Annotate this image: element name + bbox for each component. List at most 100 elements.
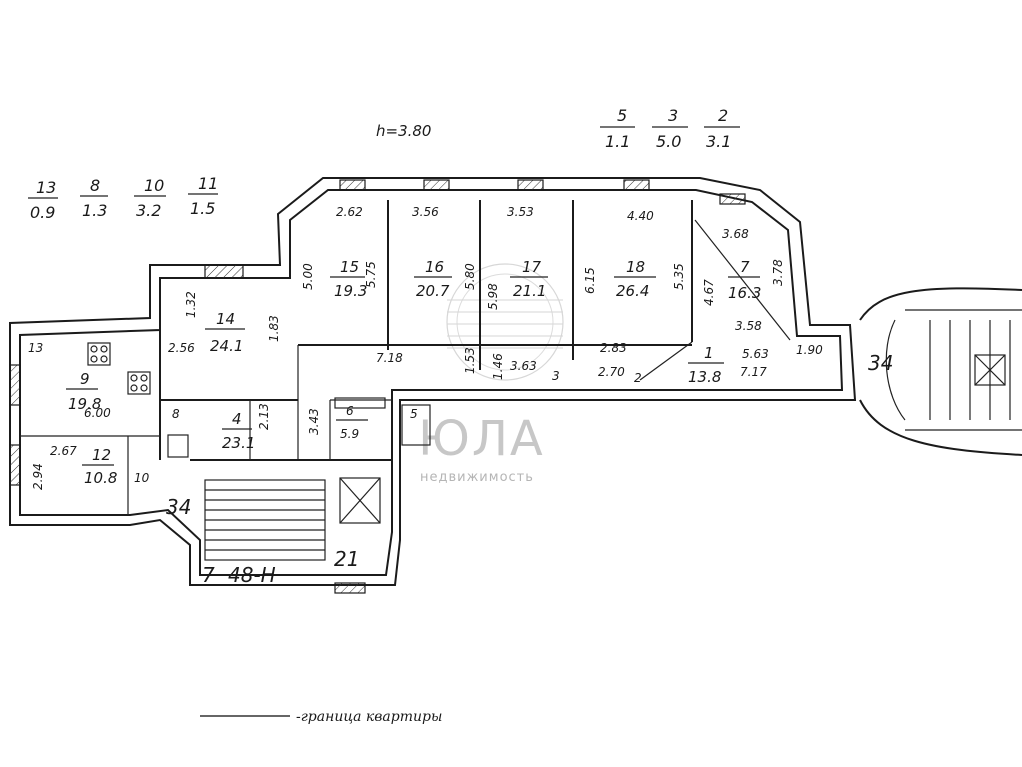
dimension-label: 3.63: [510, 359, 537, 373]
room-6: 6 5.9: [336, 404, 368, 441]
stair-label: 34: [166, 495, 191, 519]
room-17: 17 21.1: [510, 258, 548, 300]
room-label: 2: [634, 371, 642, 385]
room-number: 14: [216, 310, 235, 328]
building-label: 48-H: [228, 563, 276, 587]
dimension-label: 3.78: [771, 259, 785, 286]
dimension-labels: 2.62 3.56 3.53 4.40 3.68 5.00 5.75 5.80 …: [31, 205, 823, 490]
dimension-label: 5.63: [742, 347, 769, 361]
room-number: 15: [340, 258, 359, 276]
dimension-label: 7.18: [376, 351, 403, 365]
dimension-label: 1.32: [184, 291, 198, 318]
room-area: 26.4: [616, 282, 649, 300]
dimension-label: 2.70: [598, 365, 625, 379]
room-number: 4: [232, 410, 242, 428]
dimension-label: 3.43: [307, 408, 321, 435]
ceiling-height-label: h=3.80: [376, 122, 431, 140]
legend-text: -граница квартиры: [296, 709, 442, 725]
room-label: 10: [134, 471, 150, 485]
dimension-label: 6.15: [583, 267, 597, 294]
fraction-group: 8 1.3: [80, 176, 108, 220]
fraction-numerator: 11: [198, 174, 218, 193]
building-label: 7: [202, 563, 215, 587]
legend: -граница квартиры: [200, 709, 442, 725]
fraction-numerator: 8: [90, 176, 100, 195]
room-area: 20.7: [416, 282, 450, 300]
room-area: 16.3: [728, 284, 761, 302]
room-area: 19.3: [334, 282, 367, 300]
dimension-label: 1.53: [463, 347, 477, 374]
fraction-denominator: 1.5: [190, 199, 215, 218]
room-label: 3: [552, 369, 560, 383]
interior-partitions: [20, 200, 791, 515]
room-16: 16 20.7: [414, 258, 452, 300]
kitchen-fixtures: [87, 342, 189, 458]
room-18: 18 26.4: [614, 258, 656, 300]
dimension-label: 5.80: [463, 263, 477, 290]
fraction-group: 5 1.1: [600, 106, 635, 151]
room-area: 10.8: [84, 469, 117, 487]
fraction-group: 3 5.0: [652, 106, 688, 151]
room-number: 7: [740, 258, 750, 276]
room-label: 5: [410, 407, 418, 421]
fraction-denominator: 3.2: [136, 201, 161, 220]
staircase-right: [859, 287, 1022, 456]
room-area: 13.8: [688, 368, 721, 386]
dimension-label: 2.83: [600, 341, 627, 355]
dimension-label: 3.56: [412, 205, 439, 219]
dimension-label: 5.35: [672, 263, 686, 290]
fraction-group: 2 3.1: [704, 106, 740, 151]
room-1: 1 13.8: [688, 344, 724, 386]
room-area: 24.1: [210, 337, 243, 355]
dimension-label: 1.90: [796, 343, 823, 357]
dimension-label: 2.94: [31, 463, 45, 490]
fraction-group: 10 3.2: [134, 176, 166, 220]
fraction-groups: 13 0.9 8 1.3 10 3.2 11 1.5 5 1.1 3 5.0: [28, 106, 740, 222]
dimension-label: 5.98: [486, 283, 500, 310]
room-15: 15 19.3: [330, 258, 367, 300]
dimension-label: 2.62: [336, 205, 363, 219]
fraction-numerator: 2: [718, 106, 728, 125]
stair-label: 34: [868, 351, 893, 375]
rooms: 15 19.3 16 20.7 17 21.1 18 26.4 7 16.3 1…: [66, 258, 761, 487]
room-14: 14 24.1: [205, 310, 245, 355]
outer-walls: [9, 177, 857, 594]
misc-labels: 13 8 10 5 3 2 34 34 21 7 48-H: [28, 341, 893, 587]
room-area: 5.9: [340, 427, 359, 441]
dimension-label: 1.83: [267, 315, 281, 342]
fraction-numerator: 10: [144, 176, 164, 195]
dimension-label: 7.17: [740, 365, 767, 379]
fraction-denominator: 0.9: [30, 203, 55, 222]
room-label: 13: [28, 341, 43, 355]
dimension-label: 2.13: [257, 403, 271, 430]
fraction-group: 11 1.5: [188, 174, 218, 218]
room-label: 8: [172, 407, 180, 421]
staircase-bottom: [204, 477, 381, 561]
fraction-denominator: 5.0: [656, 132, 681, 151]
dimension-label: 5.75: [364, 261, 378, 288]
room-7: 7 16.3: [728, 258, 761, 302]
watermark: ЮЛА недвижимость: [418, 263, 564, 485]
room-number: 12: [92, 446, 111, 464]
fraction-group: 13 0.9: [28, 178, 58, 222]
fraction-denominator: 1.1: [605, 132, 630, 151]
room-number: 6: [346, 404, 354, 418]
fraction-denominator: 1.3: [82, 201, 107, 220]
room-number: 17: [522, 258, 542, 276]
room-12: 12 10.8: [82, 446, 117, 487]
dimension-label: 5.00: [301, 263, 315, 290]
room-area: 19.8: [68, 395, 101, 413]
room-number: 16: [425, 258, 444, 276]
room-number: 18: [626, 258, 645, 276]
room-area: 23.1: [222, 434, 255, 452]
dimension-label: 3.68: [722, 227, 749, 241]
room-number: 1: [704, 344, 714, 362]
fraction-numerator: 5: [617, 106, 627, 125]
watermark-logo: ЮЛА: [418, 411, 545, 467]
room-number: 9: [80, 370, 90, 388]
dimension-label: 4.67: [702, 279, 716, 306]
room-area: 21.1: [513, 282, 546, 300]
stair-label: 21: [334, 547, 359, 571]
fraction-numerator: 13: [36, 178, 56, 197]
